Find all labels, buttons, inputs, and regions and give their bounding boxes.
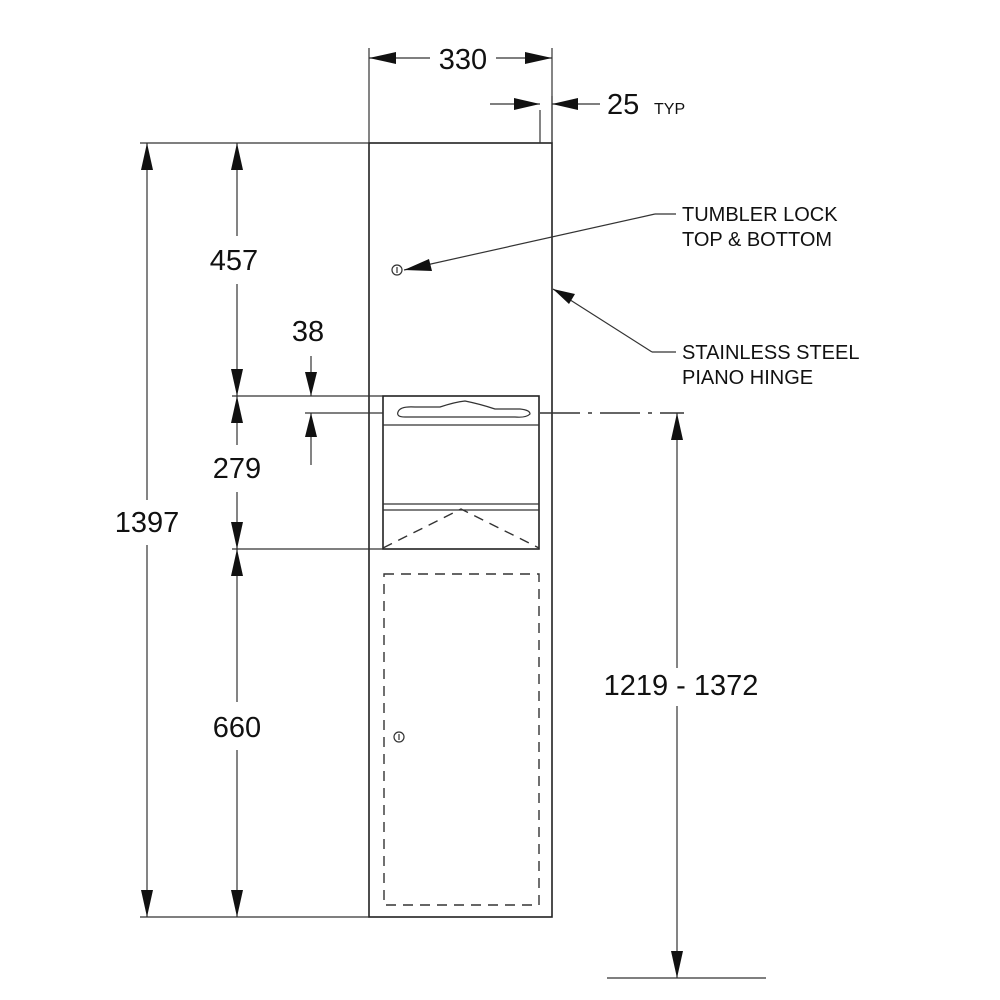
waste-chute-hidden-line — [382, 508, 540, 549]
dimension-hinge-offset: 25 TYP — [490, 89, 685, 143]
dimension-mounting-height: 1219 - 1372 — [540, 412, 766, 979]
cabinet-outline — [368, 110, 553, 918]
hinge-callout-line2: PIANO HINGE — [682, 367, 813, 389]
dimension-width: 330 — [368, 44, 553, 143]
tumbler-lock-top-icon — [391, 264, 403, 276]
dimension-overall-height: 1397 — [115, 142, 369, 918]
callout-tumbler-lock: TUMBLER LOCK TOP & BOTTOM — [403, 204, 838, 271]
towel-slot-shape — [397, 400, 531, 418]
hinge-offset-suffix: TYP — [654, 101, 685, 118]
slot-offset-label: 38 — [292, 316, 324, 348]
middle-section-label: 279 — [213, 453, 261, 485]
tumbler-lock-bottom-icon — [393, 731, 405, 743]
towel-dispenser-section — [382, 395, 540, 550]
overall-height-label: 1397 — [115, 507, 180, 539]
dimension-upper-section: 457 — [210, 143, 258, 396]
hinge-offset-label: 25 — [607, 89, 639, 121]
lower-section-label: 660 — [213, 712, 261, 744]
dimension-lower-section: 660 — [213, 549, 261, 917]
hinge-callout-line1: STAINLESS STEEL — [682, 342, 859, 364]
cabinet-frame — [368, 142, 553, 918]
upper-section-label: 457 — [210, 245, 258, 277]
dimension-slot-offset: 38 — [292, 316, 383, 465]
lock-callout-line2: TOP & BOTTOM — [682, 229, 832, 251]
dispenser-opening — [382, 395, 540, 550]
lock-callout-line1: TUMBLER LOCK — [682, 204, 838, 226]
dimension-middle-section: 279 — [213, 395, 383, 550]
mounting-height-label: 1219 - 1372 — [604, 670, 759, 702]
width-dimension-label: 330 — [439, 44, 487, 76]
waste-receptacle-hidden — [383, 573, 540, 906]
callout-piano-hinge: STAINLESS STEEL PIANO HINGE — [552, 288, 859, 389]
